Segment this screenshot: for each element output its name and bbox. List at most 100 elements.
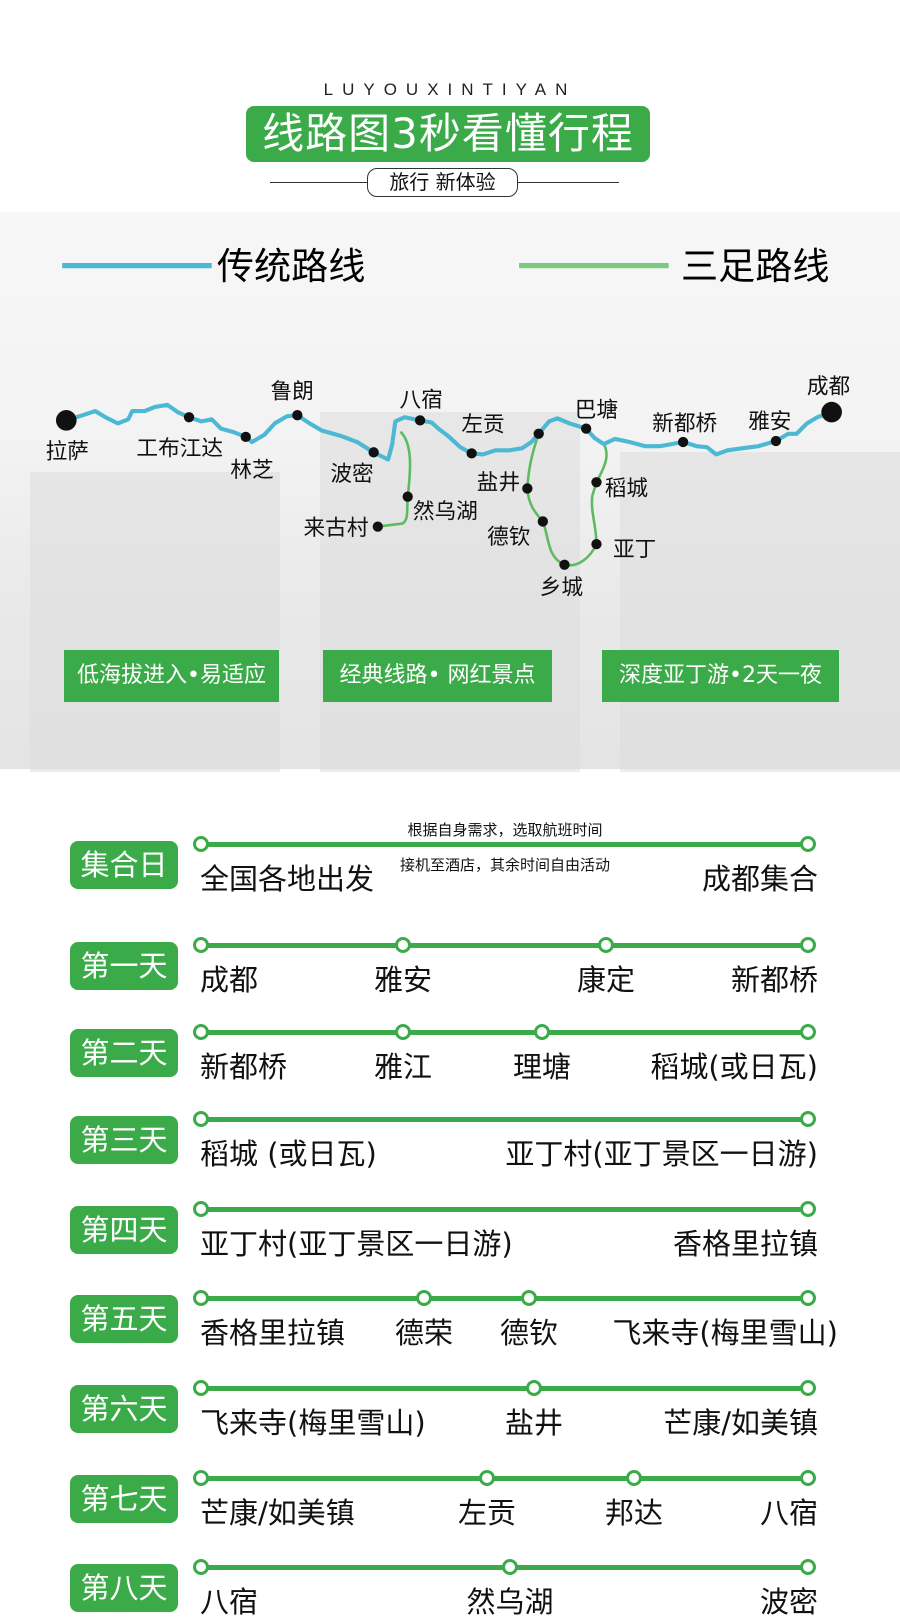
stop-node xyxy=(521,1290,537,1306)
dot-yaan xyxy=(770,435,782,447)
stop-label: 香格里拉镇 xyxy=(200,1316,346,1350)
day-badge: 第五天 xyxy=(70,1295,178,1343)
dot-basu xyxy=(414,415,426,426)
stop-label: 飞来寺(梅里雪山) xyxy=(612,1316,838,1350)
day-route-line xyxy=(201,1030,808,1035)
label-yaan: 雅安 xyxy=(748,410,791,435)
day-route-line xyxy=(201,1117,808,1122)
label-ranwuhu: 然乌湖 xyxy=(413,499,478,524)
label-daocheng: 稻城 xyxy=(605,477,648,502)
feature-badge-low-altitude: 低海拔进入•易适应 xyxy=(64,650,279,702)
stop-label: 成都 xyxy=(200,963,259,997)
map-labels: 拉萨 工布江达 林芝 鲁朗 波密 八宿 左贡 巴塘 新都桥 雅安 成都 然乌湖 … xyxy=(46,375,851,601)
stop-node xyxy=(193,836,209,852)
stop-label: 新都桥 xyxy=(200,1050,288,1084)
page-title: 线路图3秒看懂行程 xyxy=(246,106,650,162)
dot-gongbujiangda xyxy=(183,412,195,423)
stop-label: 八宿 xyxy=(759,1496,818,1530)
dot-chengdu xyxy=(821,401,842,423)
stop-label: 康定 xyxy=(576,963,636,997)
dot-junction xyxy=(533,428,544,439)
label-basu: 八宿 xyxy=(399,388,442,413)
stop-node xyxy=(193,1290,209,1306)
stop-node xyxy=(193,1201,209,1217)
label-zuogong: 左贡 xyxy=(461,413,504,438)
stop-node xyxy=(193,937,209,953)
stop-node xyxy=(193,1559,209,1575)
day-badge: 第三天 xyxy=(70,1116,178,1164)
label-batang: 巴塘 xyxy=(575,398,618,423)
stop-node xyxy=(395,937,411,953)
label-xinduqiao: 新都桥 xyxy=(652,412,717,437)
stop-node xyxy=(800,1559,816,1575)
stop-node xyxy=(626,1470,642,1486)
day-route-line xyxy=(201,1207,808,1212)
stop-node xyxy=(800,1470,816,1486)
stop-label: 邦达 xyxy=(604,1496,664,1530)
stop-node xyxy=(526,1380,542,1396)
day-badge: 第一天 xyxy=(70,942,178,990)
stop-label: 芒康/如美镇 xyxy=(663,1406,818,1440)
dot-ranwuhu xyxy=(402,491,413,502)
dot-yading xyxy=(591,538,602,550)
label-gongbujiangda: 工布江达 xyxy=(136,436,223,461)
stop-label: 德钦 xyxy=(499,1316,559,1350)
day-route-line xyxy=(201,1386,808,1391)
stop-label: 稻城 (或日瓦) xyxy=(200,1137,377,1171)
stop-node xyxy=(800,1380,816,1396)
stop-label: 波密 xyxy=(759,1585,818,1619)
dot-lhasa xyxy=(55,410,77,431)
stop-label: 雅江 xyxy=(373,1050,433,1084)
stop-node xyxy=(800,1290,816,1306)
stop-label: 芒康/如美镇 xyxy=(200,1496,355,1530)
day-badge: 第六天 xyxy=(70,1385,178,1433)
stop-label: 亚丁村(亚丁景区一日游) xyxy=(505,1137,818,1171)
stop-label: 然乌湖 xyxy=(466,1585,554,1619)
stop-label: 雅安 xyxy=(373,963,433,997)
dot-bomi xyxy=(368,447,379,458)
subtitle: 旅行 新体验 xyxy=(367,168,518,197)
dot-batang xyxy=(580,423,592,434)
day-badge: 第七天 xyxy=(70,1475,178,1523)
feature-badge-yading: 深度亚丁游•2天一夜 xyxy=(602,650,839,702)
stop-node xyxy=(193,1111,209,1127)
stop-node xyxy=(534,1024,550,1040)
label-lhasa: 拉萨 xyxy=(46,440,89,465)
stop-node xyxy=(800,836,816,852)
stop-node xyxy=(502,1559,518,1575)
stop-node xyxy=(800,1024,816,1040)
dot-daocheng xyxy=(591,477,602,488)
stop-label: 亚丁村(亚丁景区一日游) xyxy=(200,1227,513,1261)
day-route-line xyxy=(201,842,808,847)
day-note: 根据自身需求，选取航班时间 xyxy=(407,821,603,839)
stop-label: 香格里拉镇 xyxy=(672,1227,818,1261)
label-linzhi: 林芝 xyxy=(230,458,273,483)
stop-node xyxy=(479,1470,495,1486)
stop-label: 成都集合 xyxy=(701,862,818,896)
stop-node xyxy=(193,1024,209,1040)
label-lulang: 鲁朗 xyxy=(271,380,314,405)
day-route-line xyxy=(201,943,808,948)
day-badge: 集合日 xyxy=(70,841,178,889)
legend-traditional-label: 传统路线 xyxy=(217,245,366,288)
stop-node xyxy=(598,937,614,953)
day-route-line xyxy=(201,1476,808,1481)
label-xiangcheng: 乡城 xyxy=(540,576,583,601)
dot-linzhi xyxy=(240,431,251,443)
dot-zuogong xyxy=(466,448,477,459)
dot-xiangcheng xyxy=(559,559,570,570)
brand-text: LUYOUXINTIYAN xyxy=(323,80,577,99)
stop-label: 德荣 xyxy=(394,1316,454,1350)
stop-label: 稻城(或日瓦) xyxy=(650,1050,818,1084)
stop-node xyxy=(800,1111,816,1127)
stop-node xyxy=(193,1470,209,1486)
label-bomi: 波密 xyxy=(330,462,373,487)
day-badge: 第四天 xyxy=(70,1206,178,1254)
dot-lulang xyxy=(292,410,303,421)
stop-node xyxy=(800,937,816,953)
day-route-line xyxy=(201,1296,808,1301)
day-badge: 第八天 xyxy=(70,1564,178,1612)
stop-label: 左贡 xyxy=(457,1496,517,1530)
stop-node xyxy=(193,1380,209,1396)
dot-yanjing xyxy=(522,483,533,494)
